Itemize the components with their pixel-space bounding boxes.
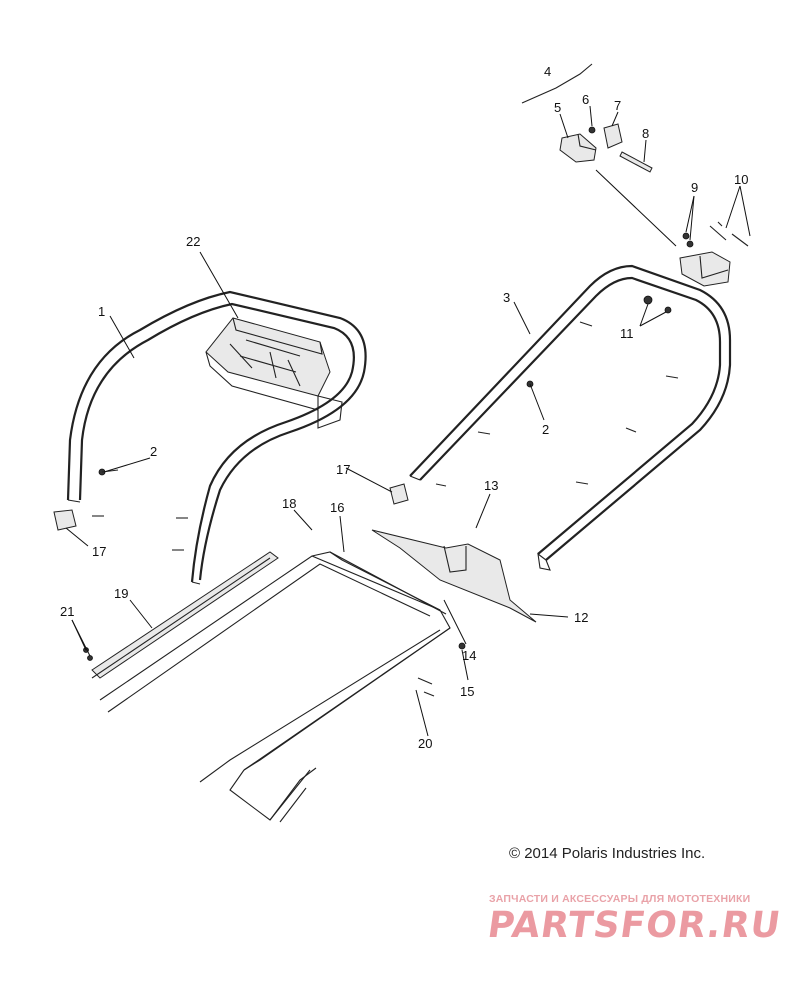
callout-20: 20: [418, 736, 432, 751]
fasteners: [83, 295, 679, 697]
part-9-10-bracket: [595, 169, 749, 287]
callout-2: 2: [542, 422, 549, 437]
callout-18: 18: [282, 496, 296, 511]
callout-19: 19: [114, 586, 128, 601]
part-12-panel: [371, 529, 537, 623]
callout-2: 2: [150, 444, 157, 459]
leader-lines: [65, 105, 751, 737]
callout-1: 1: [98, 304, 105, 319]
callout-9: 9: [691, 180, 698, 195]
callout-21: 21: [60, 604, 74, 619]
copyright-text: © 2014 Polaris Industries Inc.: [509, 845, 706, 862]
callout-3: 3: [503, 290, 510, 305]
callout-7: 7: [614, 98, 621, 113]
part-4-hinge-assembly: [521, 63, 653, 173]
callout-10: 10: [734, 172, 748, 187]
callout-15: 15: [460, 684, 474, 699]
callout-17: 17: [92, 544, 106, 559]
part-3-front-bar: [409, 264, 732, 571]
callout-13: 13: [484, 478, 498, 493]
part-1-rear-bar: [66, 290, 367, 585]
callout-12: 12: [574, 610, 588, 625]
callout-6: 6: [582, 92, 589, 107]
callout-11: 11: [620, 326, 634, 341]
part-16-cargo-bed: [91, 551, 451, 823]
callout-8: 8: [642, 126, 649, 141]
callout-16: 16: [330, 500, 344, 515]
part-22-cushion: [205, 317, 343, 429]
callout-17: 17: [336, 462, 350, 477]
callout-22: 22: [186, 234, 200, 249]
watermark-brand: PARTSFOR.RU: [485, 905, 784, 946]
part-17-blocks: [53, 483, 409, 531]
callout-4: 4: [544, 64, 551, 79]
callout-labels: 1 2 2 3 4 5 6 7 8 9 10 11 12 13 14 15 16…: [60, 64, 748, 751]
watermark-tagline: ЗАПЧАСТИ И АКСЕССУАРЫ ДЛЯ МОТОТЕХНИКИ: [489, 893, 751, 905]
callout-14: 14: [462, 648, 476, 663]
callout-5: 5: [554, 100, 561, 115]
